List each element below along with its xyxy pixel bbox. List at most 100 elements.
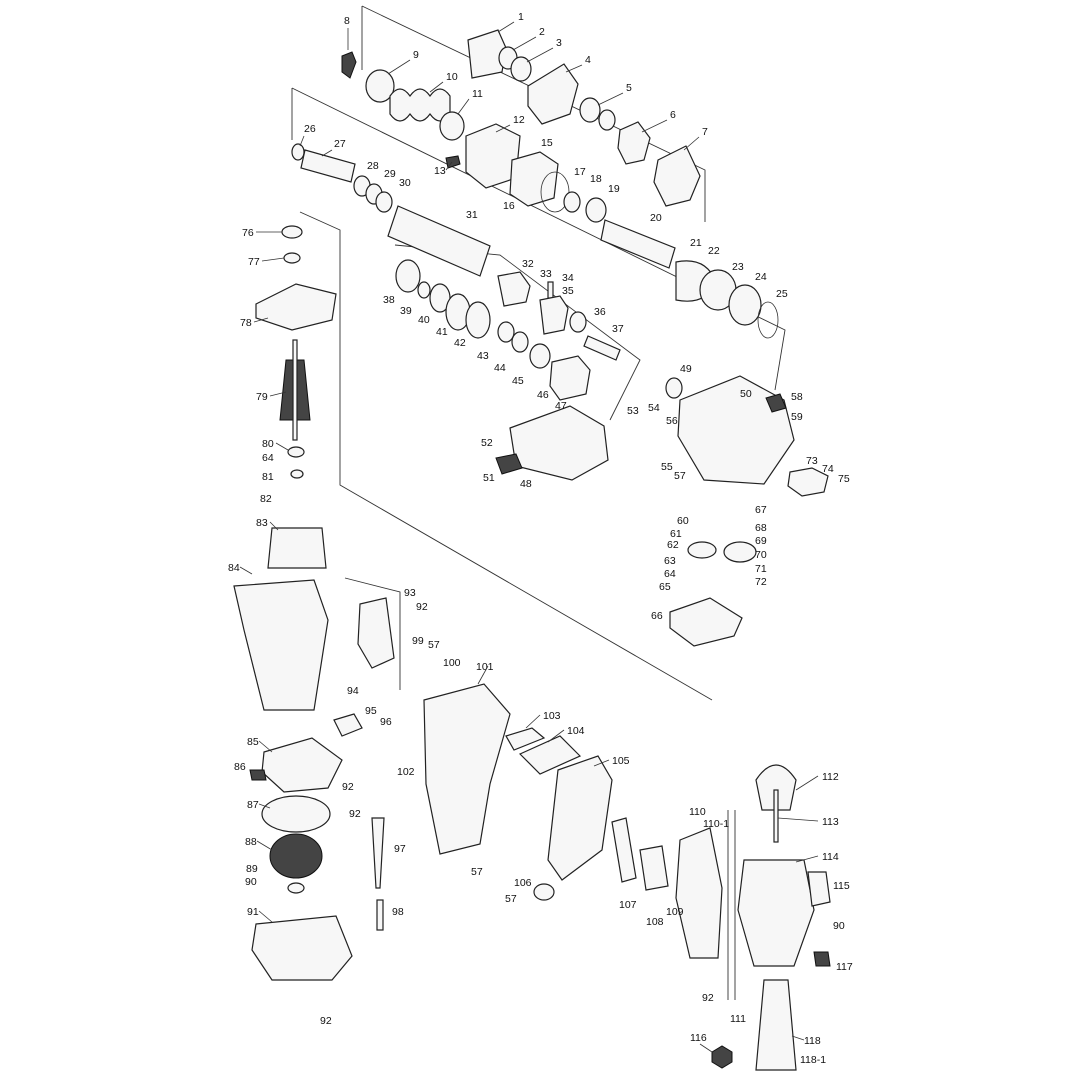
label-20: 20 <box>650 212 662 224</box>
label-16: 16 <box>503 200 515 212</box>
label-117: 117 <box>836 961 853 973</box>
part-79-shaft <box>292 339 298 441</box>
label-27: 27 <box>334 138 346 150</box>
label-25: 25 <box>776 288 788 300</box>
label-28: 28 <box>367 160 379 172</box>
label-35: 35 <box>562 285 574 297</box>
label-44: 44 <box>494 362 506 374</box>
part-48-cover <box>509 405 609 481</box>
label-82: 82 <box>260 493 272 505</box>
part-91-rear-cover <box>251 915 353 981</box>
label-51: 51 <box>483 472 495 484</box>
label-90: 90 <box>245 876 257 888</box>
label-63: 63 <box>664 555 676 567</box>
part-45-ring <box>529 343 551 369</box>
label-71: 71 <box>755 563 767 575</box>
part-73-75-switch <box>787 467 829 497</box>
label-68: 68 <box>755 522 767 534</box>
label-24: 24 <box>755 271 767 283</box>
part-112-cap <box>755 764 797 811</box>
label-37: 37 <box>612 323 624 335</box>
part-8-clip <box>341 51 357 79</box>
label-6: 6 <box>670 109 676 121</box>
label-47: 47 <box>555 400 567 412</box>
label-88: 88 <box>245 836 257 848</box>
label-77: 77 <box>248 256 260 268</box>
label-92-b: 92 <box>342 781 354 793</box>
part-10-spring <box>389 88 451 122</box>
label-72: 72 <box>755 576 767 588</box>
label-10: 10 <box>446 71 458 83</box>
label-50: 50 <box>740 388 752 400</box>
label-86: 86 <box>234 761 246 773</box>
label-89: 89 <box>246 863 258 875</box>
part-43-ring <box>497 321 515 343</box>
label-17: 17 <box>574 166 586 178</box>
part-89-washer <box>287 882 305 894</box>
chuck-assembly-parts <box>341 29 701 269</box>
label-2: 2 <box>539 26 545 38</box>
label-69: 69 <box>755 535 767 547</box>
part-number-labels: 1 2 3 4 5 6 7 8 9 10 11 12 13 15 16 17 1… <box>228 11 853 1066</box>
label-116: 116 <box>690 1032 707 1044</box>
part-66-gasket <box>669 597 743 647</box>
label-54: 54 <box>648 402 660 414</box>
label-113: 113 <box>822 816 839 828</box>
label-46: 46 <box>537 389 549 401</box>
part-62-gear <box>687 541 717 559</box>
part-97-tube <box>371 817 385 889</box>
label-70: 70 <box>755 549 767 561</box>
part-94-holder <box>333 713 363 737</box>
part-50-gear-housing <box>677 375 795 485</box>
part-44-ring <box>511 331 529 353</box>
label-79: 79 <box>256 391 268 403</box>
part-13-screw <box>445 155 461 169</box>
label-93: 93 <box>404 587 416 599</box>
part-4-sleeve <box>527 63 579 125</box>
part-46-47-clutch <box>549 355 591 401</box>
part-103-cap <box>505 727 546 751</box>
label-11: 11 <box>472 88 483 100</box>
label-31: 31 <box>466 209 478 221</box>
part-93-bracket <box>357 597 395 669</box>
cylinder-assembly-parts <box>291 143 779 339</box>
part-19-ring <box>585 197 607 223</box>
label-57-c: 57 <box>471 866 483 878</box>
part-105-handle-half <box>547 755 613 881</box>
label-39: 39 <box>400 305 412 317</box>
label-15: 15 <box>541 137 553 149</box>
part-11-ring <box>439 111 465 141</box>
label-84: 84 <box>228 562 240 574</box>
label-4: 4 <box>585 54 591 66</box>
label-56: 56 <box>666 415 678 427</box>
part-9-ring <box>365 69 395 103</box>
label-91: 91 <box>247 906 259 918</box>
part-24-ring <box>728 284 762 326</box>
part-107-lever <box>611 817 637 883</box>
label-111: 111 <box>730 1013 746 1025</box>
part-34-pin <box>547 281 554 299</box>
label-98: 98 <box>392 906 404 918</box>
label-76: 76 <box>242 227 254 239</box>
label-33: 33 <box>540 268 552 280</box>
part-110-side-handle <box>675 827 723 959</box>
label-9: 9 <box>413 49 419 61</box>
part-117-bolt <box>813 951 831 967</box>
label-94: 94 <box>347 685 359 697</box>
part-83-field <box>267 527 327 569</box>
part-84-motor-housing <box>233 579 329 711</box>
part-81-ring <box>290 469 304 479</box>
label-66: 66 <box>651 610 663 622</box>
part-114-clamp <box>737 859 815 967</box>
part-98-pin <box>376 899 384 931</box>
part-38-ring <box>395 259 421 293</box>
part-118-grip <box>755 979 797 1071</box>
label-102: 102 <box>397 766 415 778</box>
label-107: 107 <box>619 899 637 911</box>
label-95: 95 <box>365 705 377 717</box>
part-86-brush <box>249 769 267 781</box>
label-3: 3 <box>556 37 562 49</box>
part-80-bearing <box>287 446 305 458</box>
label-57-d: 57 <box>505 893 517 905</box>
label-58: 58 <box>791 391 803 403</box>
